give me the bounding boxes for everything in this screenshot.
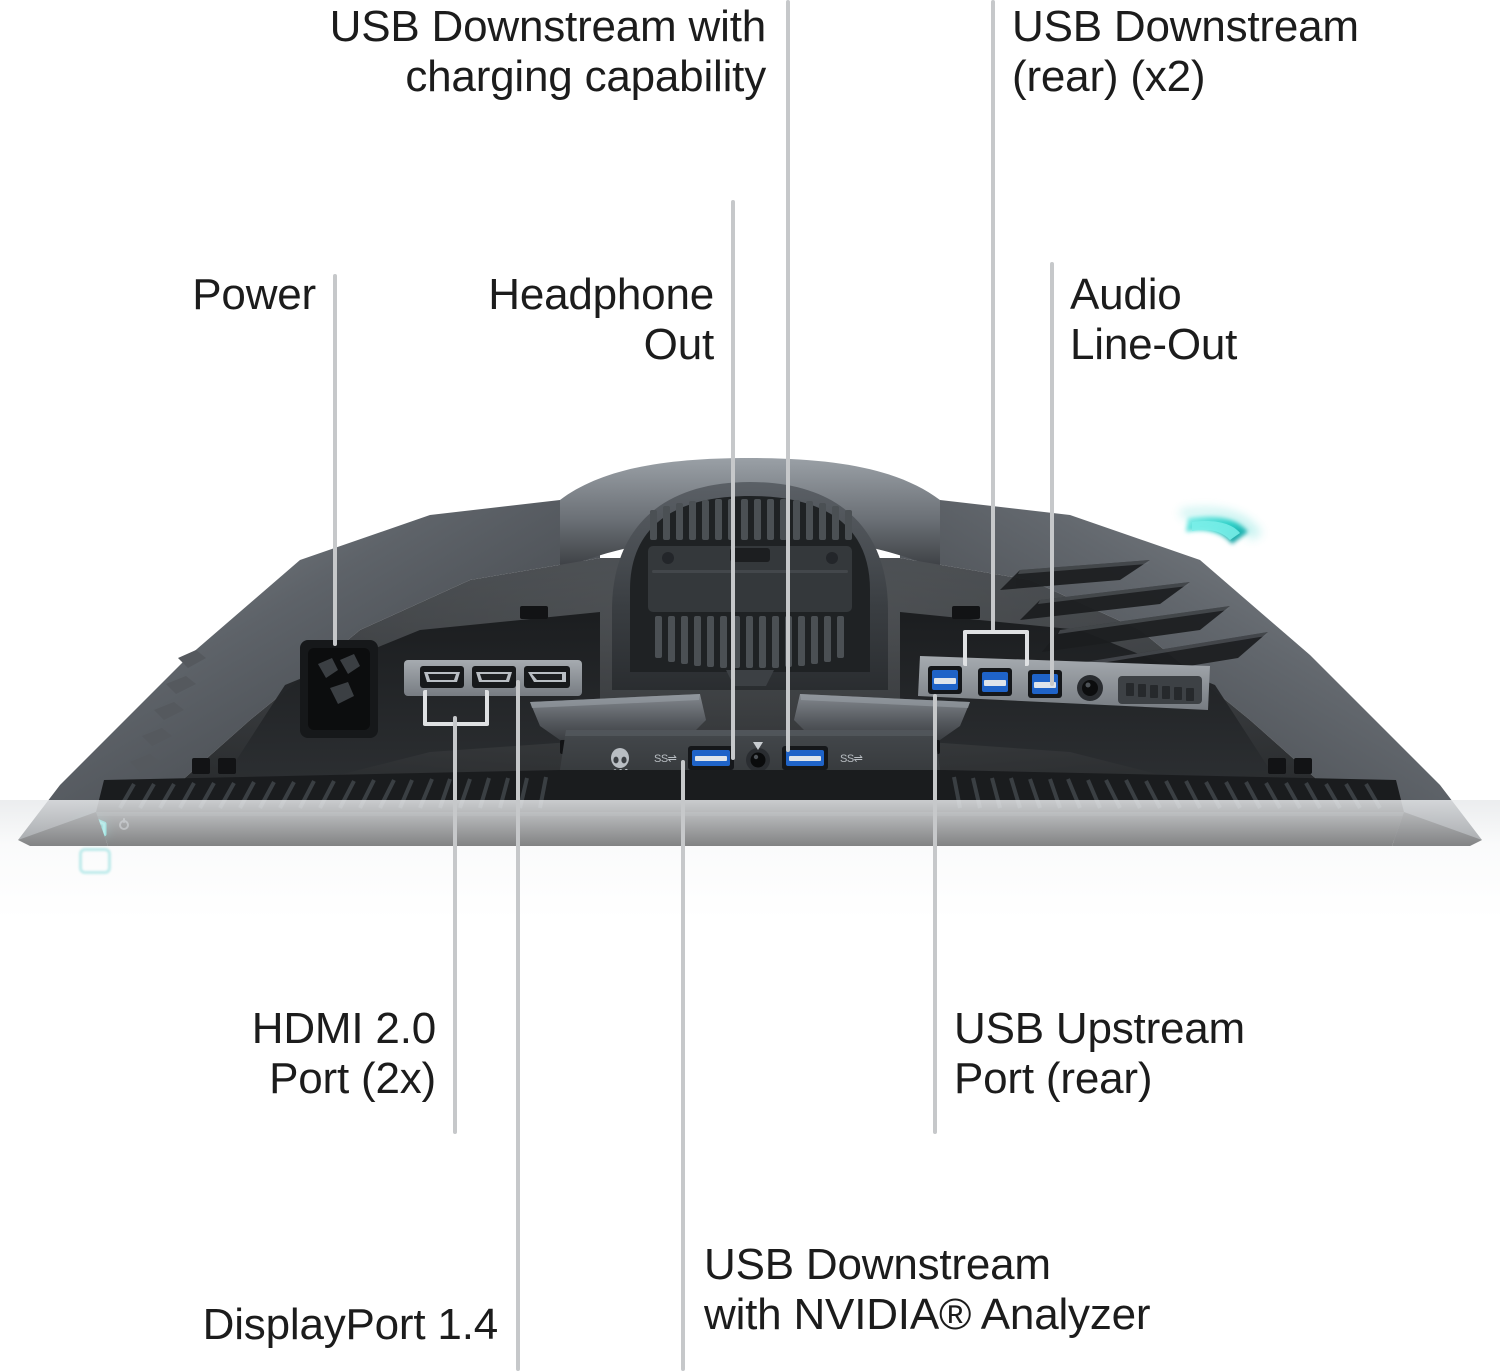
leader-line-usb-downstream-nvidia: [681, 760, 685, 1371]
rear-usb-cluster-plate: [918, 656, 1210, 710]
callout-audio-line-out: Audio Line-Out: [1070, 270, 1238, 370]
monitor-illustration: SS⇌: [18, 458, 1482, 846]
rear-filler-slots: [1126, 683, 1194, 701]
callout-headphone-out: Headphone Out: [488, 270, 714, 370]
vesa-screw-left: [662, 552, 674, 564]
port-bay-left: [230, 612, 600, 785]
headphone-marking: [753, 742, 763, 750]
usb-downstream-nvidia-port: [688, 746, 734, 770]
callout-displayport-1-4: DisplayPort 1.4: [202, 1300, 499, 1349]
leader-line-hdmi: [453, 716, 457, 1134]
leader-line-headphone-out: [731, 200, 735, 760]
audio-line-out-jack: [1077, 675, 1103, 701]
usb-downstream-charging-port: [782, 746, 828, 770]
hdmi-port-1: [420, 666, 464, 688]
rear-vent-slash-highlights: [1018, 560, 1268, 666]
vesa-plate: [648, 546, 852, 612]
usb-ss-marking-left: SS⇌: [654, 753, 677, 765]
displayport-port: [524, 666, 570, 688]
bottom-front-bar: [96, 812, 1404, 846]
monitor-product-image: SS⇌: [0, 440, 1500, 870]
leader-line-power: [333, 274, 337, 646]
callout-usb-downstream-charging: USB Downstream with charging capability: [329, 2, 767, 102]
leader-line-usb-downstream-rear: [991, 0, 995, 632]
rear-vent-slashes: [1000, 560, 1268, 686]
leader-line-audio-line-out: [1050, 262, 1054, 686]
hdmi-port-2: [472, 666, 516, 688]
headphone-out-jack: [746, 742, 770, 772]
bottom-bar-edge: [96, 812, 1404, 816]
vesa-seam: [652, 570, 848, 573]
stand-mount-tab: [726, 670, 774, 686]
usb-ss-marking-right: SS⇌: [840, 753, 863, 765]
callout-usb-upstream-port-rear: USB Upstream Port (rear): [954, 1004, 1246, 1104]
usb-downstream-rear-port-1: [978, 668, 1012, 696]
callout-hdmi-2-0-port-2x: HDMI 2.0 Port (2x): [251, 1004, 436, 1104]
vesa-screw-right: [826, 552, 838, 564]
callout-usb-downstream-nvidia-analyzer: USB Downstream with NVIDIA® Analyzer: [704, 1240, 1151, 1340]
power-connector-port: [300, 640, 378, 738]
cable-shelf-left-edge: [530, 694, 700, 708]
osd-control-buttons: [130, 650, 206, 772]
leader-line-usb-downstream-charging: [786, 0, 790, 752]
bottom-vent-band: [96, 770, 1404, 812]
leader-line-displayport: [516, 680, 520, 1371]
stand-mount-vents-bottom: [655, 616, 844, 668]
alienware-led-accent-strip: [1180, 508, 1262, 544]
callout-power: Power: [192, 270, 316, 319]
usb-upstream-port: [928, 666, 962, 694]
callout-usb-downstream-rear-x2: USB Downstream (rear) (x2): [1012, 2, 1359, 102]
leader-line-usb-upstream: [933, 694, 937, 1134]
bracket-usb-downstream-rear: [963, 630, 1029, 666]
hdmi-displayport-plate: [404, 660, 582, 696]
vesa-notch: [730, 548, 770, 562]
cable-shelf-right-edge: [800, 694, 970, 708]
usb-downstream-rear-port-2: [1028, 670, 1062, 698]
alienware-logo-reflection: [79, 848, 111, 874]
